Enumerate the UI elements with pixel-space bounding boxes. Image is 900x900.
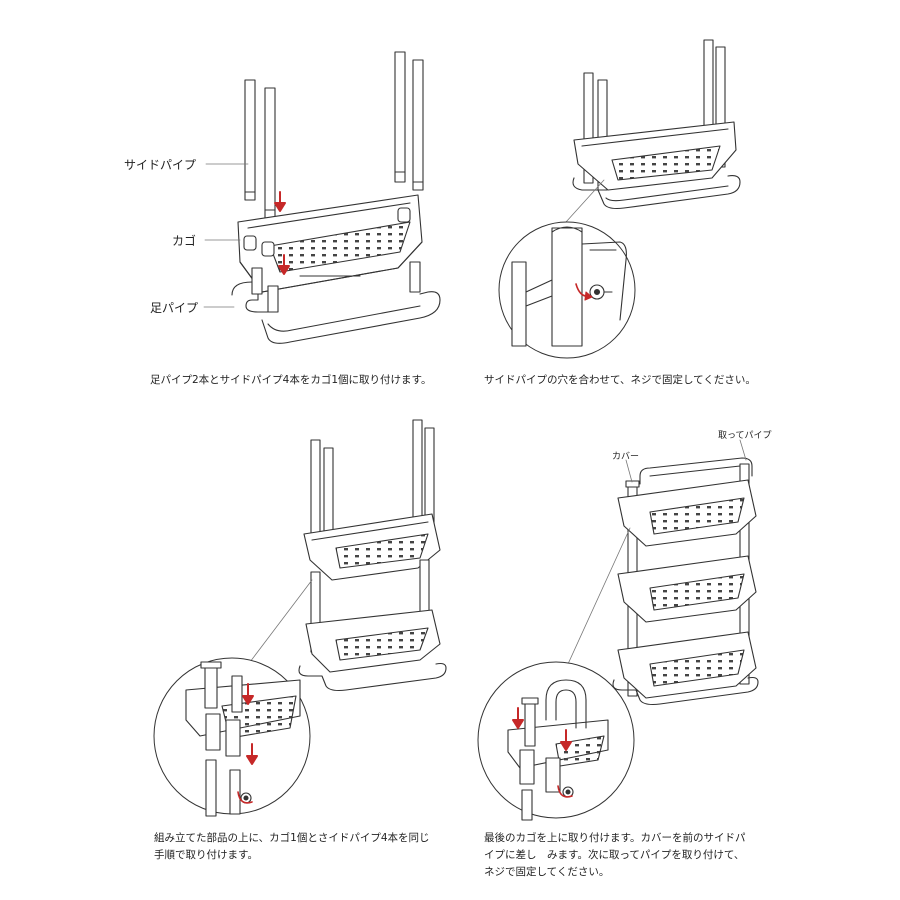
step3-rack xyxy=(298,419,447,692)
step3-detail-callout xyxy=(153,657,311,817)
step4-leaders xyxy=(567,439,747,665)
step1-insert-arrows xyxy=(274,191,290,275)
step2-rack xyxy=(572,39,741,210)
foot-pipe-label: 足パイプ xyxy=(150,301,199,315)
step2-illustration xyxy=(498,39,741,359)
step4-caption-line1: 最後のカゴを上に取り付けます。カバーを前のサイドパ xyxy=(484,832,746,844)
step4-rack xyxy=(612,457,759,706)
step2-detail-callout xyxy=(498,221,636,359)
step3-caption-line1: 組み立てた部品の上に、カゴ1個とさイドパイプ4本を同じ xyxy=(154,832,430,844)
cover-label: カバー xyxy=(612,452,640,462)
step3-illustration xyxy=(153,419,447,817)
step1-caption: 足パイプ2本とサイドパイプ4本をカゴ1個に取り付けます。 xyxy=(150,374,432,386)
step3-caption-line2: 手順で取り付けます。 xyxy=(154,849,258,861)
step1-foot-pipe xyxy=(231,261,441,344)
basket-label: カゴ xyxy=(172,234,197,248)
step3-detail-leader xyxy=(249,579,313,663)
step2-caption: サイドパイプの穴を合わせて、ネジで固定してください。 xyxy=(484,374,756,386)
step4-caption-line3: ネジで固定してください。 xyxy=(484,866,610,878)
handle-pipe-label: 取ってパイプ xyxy=(718,431,772,441)
step4-caption: 最後のカゴを上に取り付けます。カバーを前のサイドパ イプに差し みます。次に取っ… xyxy=(484,830,745,881)
step4-caption-line2: イプに差し みます。次に取ってパイプを取り付けて、 xyxy=(484,849,745,861)
side-pipe-label: サイドパイプ xyxy=(124,158,197,172)
step3-caption: 組み立てた部品の上に、カゴ1個とさイドパイプ4本を同じ 手順で取り付けます。 xyxy=(154,830,430,864)
step1-leaders xyxy=(203,163,249,308)
step1-side-pipes xyxy=(244,51,424,219)
step4-detail-callout xyxy=(477,661,635,821)
step4-illustration xyxy=(477,439,759,821)
step2-detail-leader xyxy=(565,179,605,223)
step1-illustration xyxy=(203,51,441,344)
